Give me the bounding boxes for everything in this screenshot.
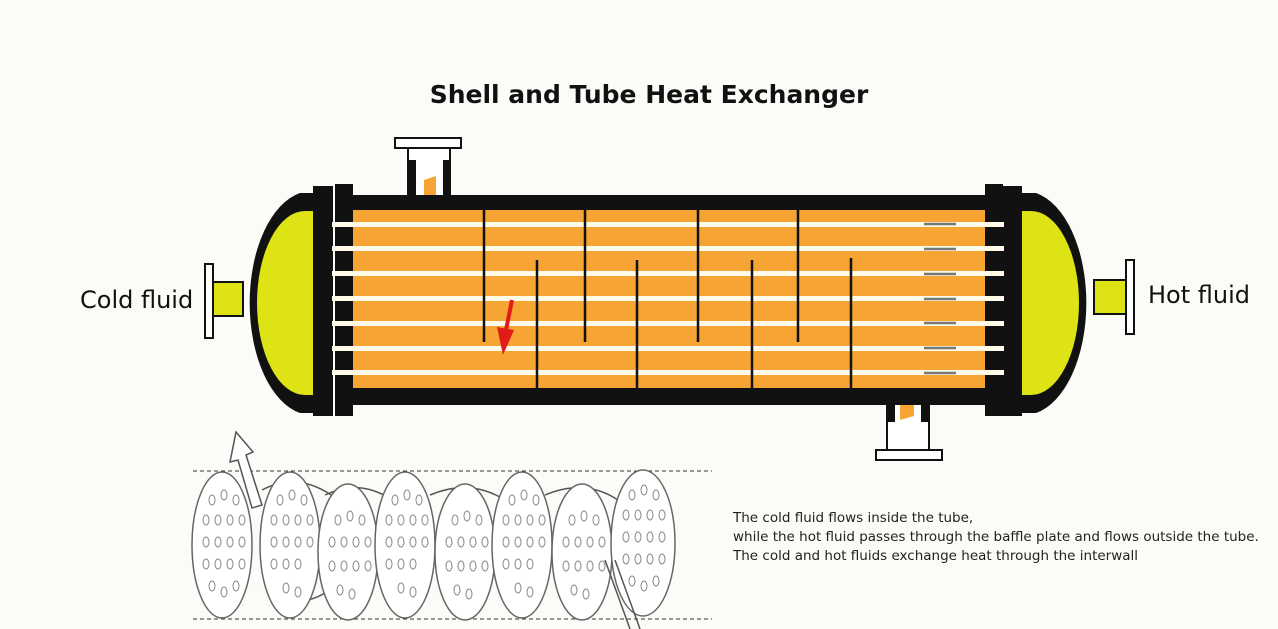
right-head — [1002, 186, 1087, 416]
description-line-1: The cold fluid flows inside the tube, — [733, 510, 974, 526]
description-line-2: while the hot fluid passes through the b… — [733, 529, 1259, 545]
tube-bundle — [332, 222, 1004, 375]
inflow-arrow-icon — [604, 559, 641, 629]
baffle-plates — [482, 210, 853, 388]
top-nozzle — [394, 137, 462, 197]
outflow-arrow-icon — [229, 430, 263, 509]
plate-holes — [202, 484, 666, 600]
hot-fluid-label: Hot fluid — [1148, 281, 1250, 309]
hot-flow-arrow — [497, 299, 514, 355]
right-nozzle — [1093, 259, 1135, 335]
description-line-3: The cold and hot fluids exchange heat th… — [733, 548, 1139, 564]
cold-fluid-label: Cold fluid — [80, 286, 194, 314]
baffle-detail-illustration — [191, 430, 712, 629]
description-text: The cold fluid flows inside the tube, wh… — [733, 509, 1259, 566]
left-nozzle — [204, 263, 244, 339]
left-head — [249, 186, 333, 416]
diagram-title: Shell and Tube Heat Exchanger — [429, 80, 869, 109]
tube-end-marks — [924, 222, 956, 375]
bottom-nozzle — [875, 401, 943, 461]
